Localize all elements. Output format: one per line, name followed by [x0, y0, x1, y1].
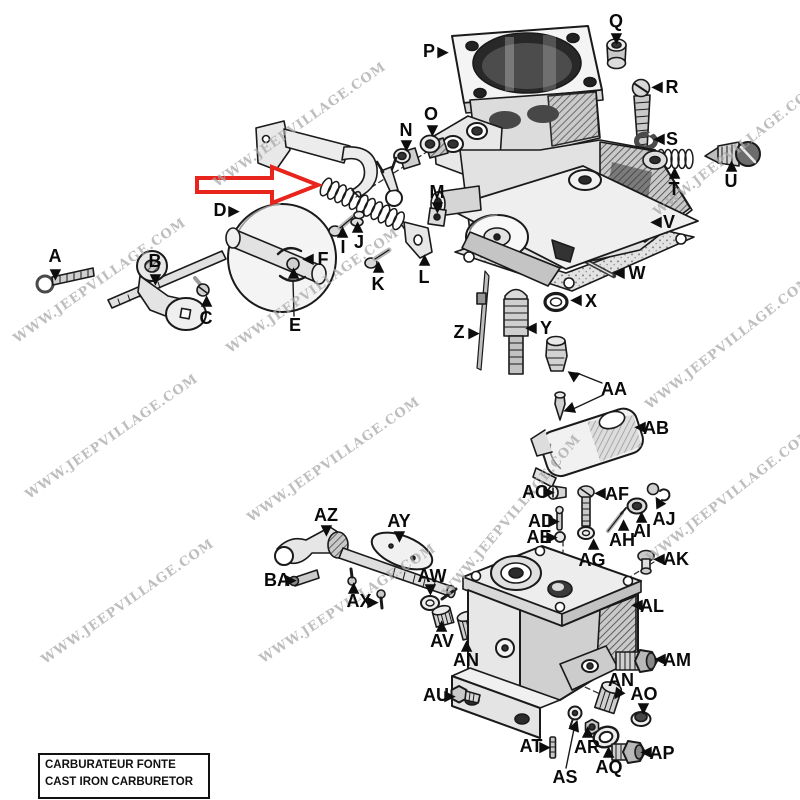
part-nut-ar: [584, 718, 600, 735]
part-nut-q: [606, 38, 627, 70]
part-screw-i: [328, 214, 356, 237]
part-bushing-o: [419, 134, 449, 159]
part-grommet-ai: [626, 497, 648, 515]
part-main-body: [430, 90, 699, 287]
part-bushing-n: [393, 147, 421, 170]
part-eyelet-as: [567, 705, 583, 728]
part-bracket-l: [403, 221, 433, 259]
part-plug-am: [615, 649, 658, 673]
part-rod-z: [476, 270, 490, 371]
part-screw-k: [364, 247, 392, 269]
part-throttle-lever-az: [274, 526, 456, 599]
part-bolt-au: [450, 685, 481, 704]
part-knurled-cyl-an2: [593, 681, 623, 715]
part-nozzle-ak: [637, 549, 655, 575]
part-washer-ag: [577, 526, 595, 540]
caption-box: CARBURATEUR FONTE CAST IRON CARBURETOR: [38, 753, 210, 799]
part-throttle-shaft-b: [107, 250, 227, 331]
part-ball-clip-aj: [646, 482, 671, 502]
part-plug-ap: [611, 740, 646, 764]
caption-line-french: CARBURATEUR FONTE: [45, 759, 176, 771]
part-pin-at: [549, 736, 557, 759]
part-square-nut-m: [427, 207, 447, 227]
highlight-arrow: [195, 164, 324, 206]
part-screw-af: [577, 485, 595, 527]
part-jet-aa: [545, 335, 568, 372]
part-float-bowl-body: [451, 545, 642, 739]
part-ball-ae: [554, 531, 566, 543]
part-choke-link: [375, 156, 403, 207]
part-throttle-plate-ay: [370, 531, 434, 571]
leader-lines: [292, 279, 604, 769]
part-needle-screw-y: [503, 288, 529, 375]
caption-line-english: CAST IRON CARBURETOR: [45, 775, 194, 788]
part-screw-u: [704, 141, 761, 167]
part-pin-ba: [288, 569, 320, 587]
part-needle-aa: [554, 391, 566, 421]
part-screws-ax: [347, 567, 386, 610]
part-washer-aq: [592, 725, 620, 749]
part-knurled-nut-av: [431, 604, 455, 628]
part-screw-c: [193, 276, 210, 297]
part-screw-a: [35, 267, 95, 294]
part-pin-ad: [555, 505, 564, 531]
part-cup-ao: [630, 711, 652, 727]
part-choke-cover: [225, 203, 337, 313]
part-float-ab: [530, 407, 644, 488]
part-needle-ah: [606, 507, 627, 533]
part-stay-bracket: [255, 120, 378, 198]
part-plug-ac: [547, 485, 567, 500]
part-washer-j: [350, 210, 365, 227]
part-washer-aw: [420, 587, 458, 611]
part-oring-x: [543, 291, 569, 313]
